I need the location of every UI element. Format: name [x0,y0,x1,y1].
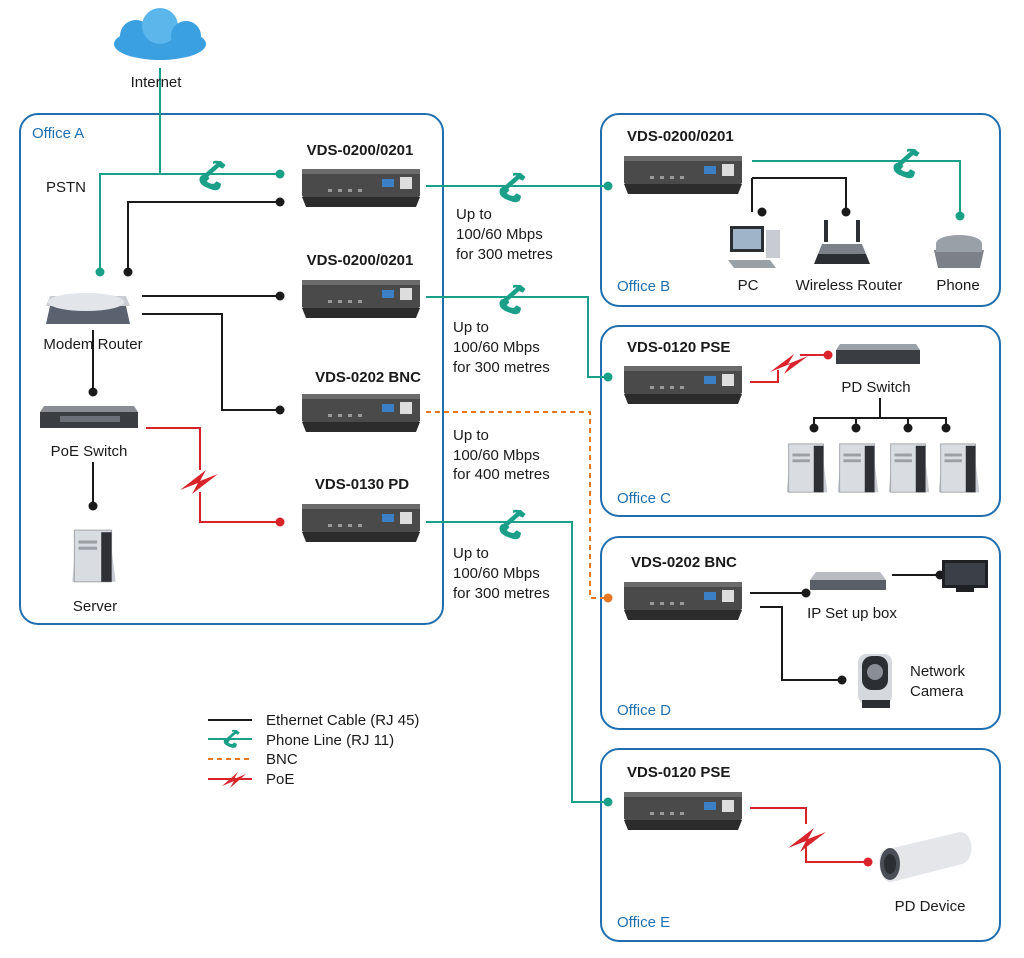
computer-tower-icon [786,443,828,493]
internet-cloud-icon [114,8,206,60]
server-icon [71,529,117,583]
office-e-device-label: VDS-0120 PSE [627,764,730,781]
poe-switch-label: PoE Switch [51,443,128,460]
office-b-device-label: VDS-0200/0201 [627,128,734,145]
legend-phone-label: Phone Line (RJ 11) [266,732,394,749]
device-a4-label: VDS-0130 PD [315,476,409,493]
office-e-label: Office E [617,914,670,931]
svg-text:for 300 metres: for 300 metres [453,585,550,602]
pd-switch-icon [836,344,920,364]
office-frames: Office A Office B Office C Office D Offi… [19,113,1001,942]
network-camera-label-line1: Network [910,663,966,680]
svg-text:100/60 Mbps: 100/60 Mbps [453,339,540,356]
vds-converter-icon [302,169,420,207]
bnc-cable [426,411,608,599]
legend-ethernet-label: Ethernet Cable (RJ 45) [266,712,419,729]
svg-text:for 300 metres: for 300 metres [453,359,550,376]
bnc-dot [603,593,613,603]
phone-handset-icon [894,149,920,179]
office-b-label: Office B [617,278,670,295]
ethernet-cables [92,177,947,681]
device-a1-label: VDS-0200/0201 [307,142,414,159]
office-d-label: Office D [617,702,671,719]
svg-text:100/60 Mbps: 100/60 Mbps [453,565,540,582]
poe-bolts [180,350,873,867]
phone-label: Phone [936,277,979,294]
vds-bnc-converter-icon [302,394,420,432]
network-camera-label-line2: Camera [910,683,964,700]
phone-handset-icon [500,510,526,540]
vds-bnc-converter-icon [624,582,742,620]
vds-converter-icon [624,792,742,830]
computer-tower-icon [938,443,980,493]
computer-tower-icon [837,443,879,493]
tv-monitor-icon [942,560,988,592]
link-label-4: Up to 100/60 Mbps for 300 metres [453,545,550,602]
wireless-router-icon [814,220,870,264]
phone-handset-icon [500,285,526,315]
office-c-device-label: VDS-0120 PSE [627,339,730,356]
link-label-1: Up to 100/60 Mbps for 300 metres [456,206,553,263]
pc-label: PC [738,277,759,294]
office-a-frame [19,113,444,625]
pstn-label: PSTN [46,179,86,196]
computer-tower-icon [888,443,930,493]
modem-router-icon [46,293,130,324]
svg-text:100/60 Mbps: 100/60 Mbps [453,447,540,464]
phone-lines [99,68,961,803]
office-b-frame [600,113,1001,307]
vds-converter-icon [624,156,742,194]
poe-switch-icon [40,406,138,428]
phone-handset-icon [500,173,526,203]
office-c-label: Office C [617,490,671,507]
network-camera-icon [858,654,892,708]
vds-converter-icon [302,280,420,318]
device-a2-label: VDS-0200/0201 [307,252,414,269]
office-e-frame [600,748,1001,942]
pc-icon [728,226,780,268]
svg-text:100/60 Mbps: 100/60 Mbps [456,226,543,243]
office-d-device-label: VDS-0202 BNC [631,554,737,571]
legend-poe-swatch [208,772,252,788]
device-a3-label: VDS-0202 BNC [315,369,421,386]
legend-bnc-label: BNC [266,751,298,768]
wireless-router-label: Wireless Router [796,277,903,294]
svg-text:Up to: Up to [456,206,492,223]
link-label-2: Up to 100/60 Mbps for 300 metres [453,319,550,376]
legend: Ethernet Cable (RJ 45) Phone Line (RJ 11… [208,712,419,788]
legend-poe-label: PoE [266,771,294,788]
svg-text:for 400 metres: for 400 metres [453,466,550,483]
link-label-3: Up to 100/60 Mbps for 400 metres [453,427,550,483]
pd-switch-label: PD Switch [841,379,910,396]
set-top-box-label: IP Set up box [807,605,897,622]
svg-text:Up to: Up to [453,427,489,444]
modem-router-label: Modem Router [43,336,142,353]
poe-cables [146,354,868,863]
phone-icon [934,235,984,268]
svg-text:Up to: Up to [453,545,489,562]
svg-text:for 300 metres: for 300 metres [456,246,553,263]
internet-label: Internet [131,74,183,91]
ethernet-dots [88,197,951,685]
set-top-box-icon [810,572,886,590]
server-label: Server [73,598,117,615]
pd-device-label: PD Device [895,898,966,915]
svg-text:Up to: Up to [453,319,489,336]
vds-converter-icon [302,504,420,542]
office-a-label: Office A [32,125,84,142]
phone-handset-icon [200,161,226,191]
phone-line-dots [95,169,965,807]
bullet-camera-icon [879,832,972,883]
office-c-frame [600,325,1001,517]
office-d-frame [600,536,1001,730]
vds-converter-icon [624,366,742,404]
